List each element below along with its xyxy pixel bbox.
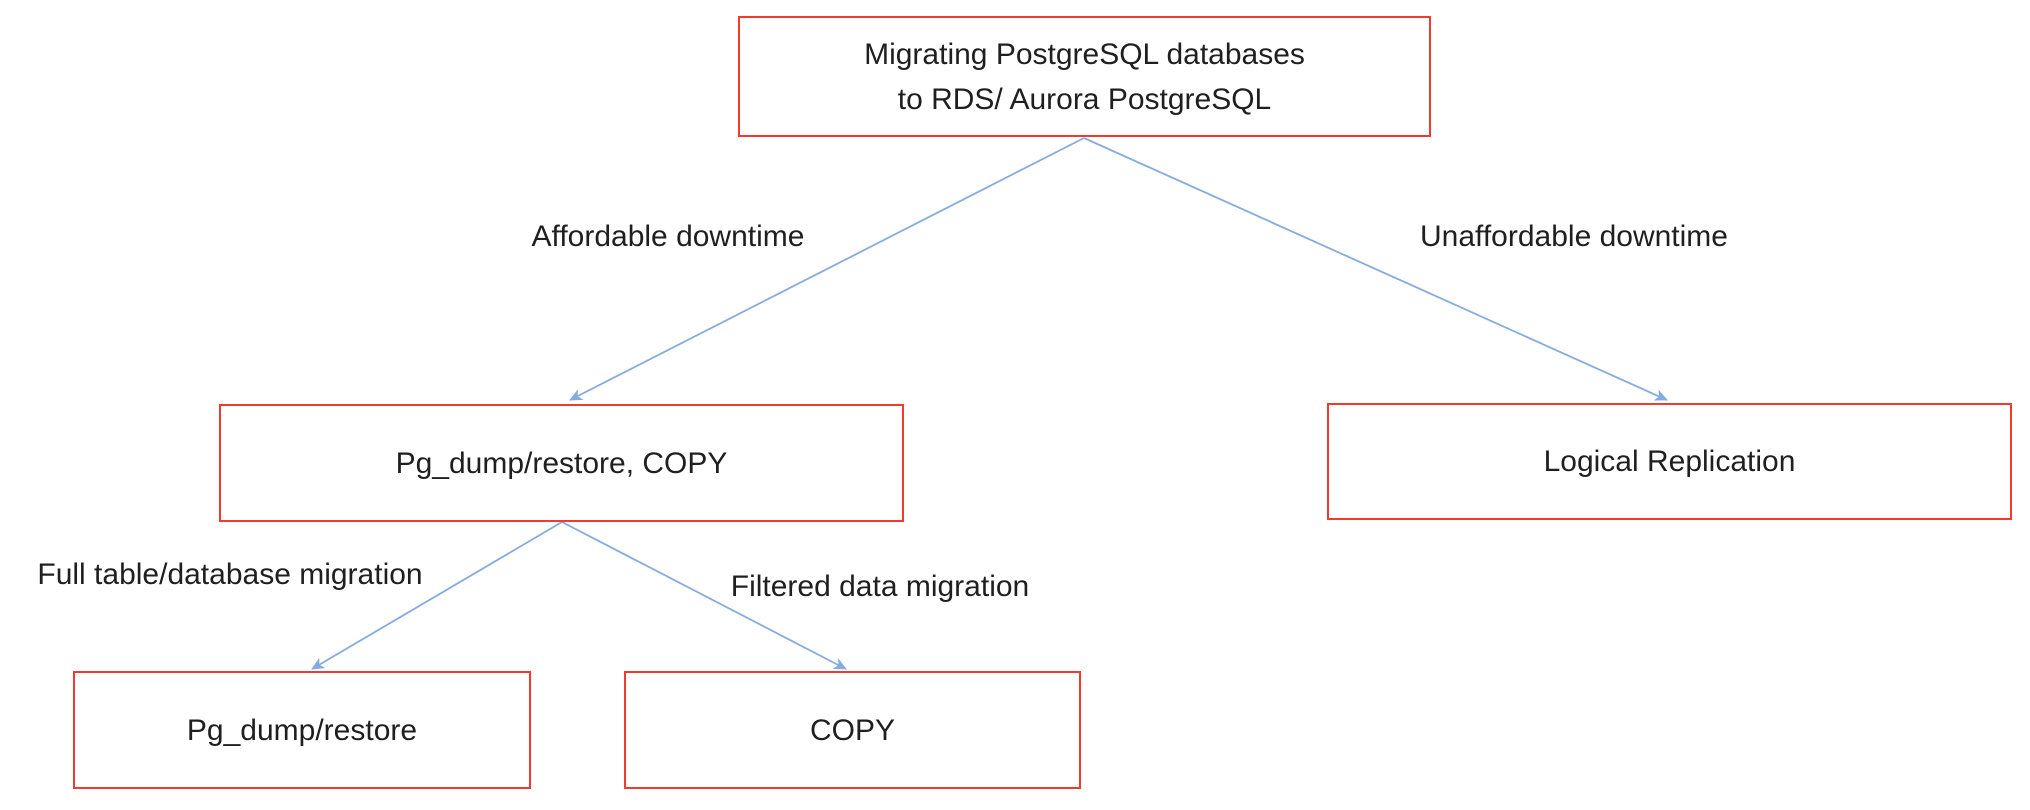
node-label-line2: to RDS/ Aurora PostgreSQL	[897, 82, 1272, 116]
node-label-line1: Migrating PostgreSQL databases	[864, 37, 1305, 71]
edge-dump-copy-to-pg-dump-restore	[311, 521, 563, 670]
node-migrating-postgresql-databases: Migrating PostgreSQL databases to RDS/ A…	[738, 16, 1431, 137]
node-label: Pg_dump/restore	[186, 713, 418, 747]
edge-label-full-table-database-migration: Full table/database migration	[37, 558, 423, 591]
node-pg-dump-restore-copy: Pg_dump/restore, COPY	[219, 404, 904, 522]
node-label: Pg_dump/restore, COPY	[395, 446, 728, 480]
edge-label-unaffordable-downtime: Unaffordable downtime	[1420, 220, 1728, 253]
node-label: Migrating PostgreSQL databases to RDS/ A…	[864, 32, 1305, 122]
node-label: COPY	[809, 713, 896, 747]
node-logical-replication: Logical Replication	[1327, 403, 2012, 520]
edge-dump-copy-to-copy	[561, 521, 847, 670]
edge-label-affordable-downtime: Affordable downtime	[531, 220, 805, 253]
node-copy: COPY	[624, 671, 1081, 789]
node-pg-dump-restore: Pg_dump/restore	[73, 671, 531, 789]
edge-label-filtered-data-migration: Filtered data migration	[730, 570, 1030, 603]
edge-root-to-dump-copy	[569, 137, 1085, 401]
node-label: Logical Replication	[1543, 445, 1796, 478]
edge-root-to-logical-replication	[1083, 137, 1668, 401]
